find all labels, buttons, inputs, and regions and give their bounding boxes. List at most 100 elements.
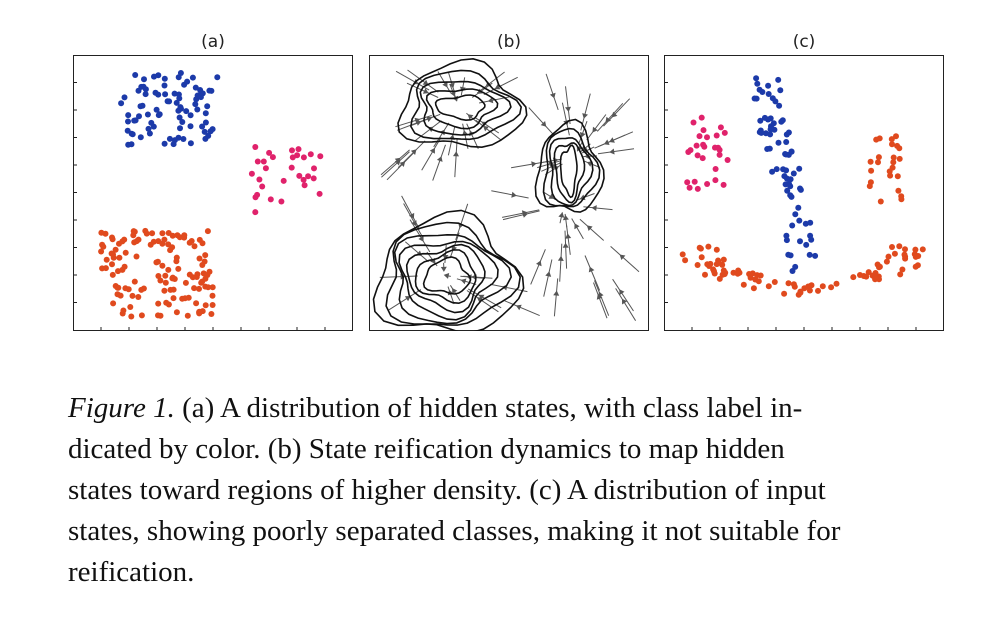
point-orange <box>133 253 140 260</box>
point-orange <box>170 286 177 293</box>
point-pink <box>715 144 722 151</box>
arrow-head <box>494 84 501 90</box>
arrow-head <box>545 271 552 277</box>
point-orange <box>694 262 701 268</box>
point-orange <box>891 250 898 257</box>
arrow-head <box>565 106 571 112</box>
flow-arrow <box>593 282 608 319</box>
point-orange <box>899 266 906 273</box>
point-orange <box>120 307 127 314</box>
flow-arrow <box>586 114 607 141</box>
flow-arrow <box>380 149 410 176</box>
point-blue <box>204 103 211 110</box>
point-blue <box>757 127 764 134</box>
point-blue <box>783 232 790 239</box>
flow-arrow <box>615 288 637 321</box>
point-pink <box>300 154 307 161</box>
point-pink <box>305 173 312 180</box>
caption-line-3: states toward regions of higher density.… <box>68 474 826 506</box>
caption-figure-label: Figure 1. <box>68 392 175 424</box>
arrow-head <box>440 266 447 272</box>
flow-arrow <box>432 144 446 181</box>
figure-caption: Figure 1. (a) A distribution of hidden s… <box>68 388 968 593</box>
contour-bottom-left <box>385 221 522 326</box>
point-pink <box>301 182 308 189</box>
point-orange <box>682 257 689 264</box>
point-orange <box>109 236 116 243</box>
flow-arrow <box>502 209 540 218</box>
arrow-head <box>522 211 528 218</box>
point-blue <box>176 95 183 102</box>
point-pink <box>280 177 287 184</box>
arrow-head <box>449 82 455 89</box>
point-orange <box>186 239 193 246</box>
point-orange <box>815 287 821 294</box>
arrow-head <box>605 116 611 123</box>
arrow-head <box>487 97 494 104</box>
point-orange <box>720 256 727 263</box>
point-orange <box>872 270 879 276</box>
panel-a-ticks <box>73 82 326 331</box>
arrow-head <box>531 161 537 168</box>
point-orange <box>875 159 881 166</box>
point-blue <box>142 86 149 93</box>
point-orange <box>175 265 182 272</box>
point-orange <box>896 145 903 152</box>
point-blue <box>187 112 194 119</box>
point-orange <box>893 133 899 140</box>
point-blue <box>180 136 187 142</box>
flow-arrow <box>454 139 458 178</box>
point-pink <box>716 151 723 158</box>
point-blue <box>139 102 146 109</box>
point-blue <box>145 125 152 132</box>
flow-arrow <box>543 158 562 163</box>
point-blue <box>754 80 761 87</box>
point-pink <box>256 176 263 183</box>
point-pink <box>700 141 707 148</box>
point-orange <box>889 244 895 250</box>
contour-right <box>553 142 586 204</box>
point-blue <box>780 166 787 173</box>
flow-arrow <box>594 280 610 316</box>
point-orange <box>890 154 897 161</box>
flow-arrow <box>561 102 570 136</box>
arrow-head <box>565 233 572 239</box>
point-orange <box>828 284 835 291</box>
point-orange <box>161 236 168 243</box>
point-orange <box>886 168 893 175</box>
point-orange <box>781 290 788 297</box>
point-orange <box>205 284 212 291</box>
point-orange <box>99 265 106 272</box>
arrow-head <box>436 156 443 162</box>
panel-a-points <box>98 70 324 320</box>
contour-right <box>559 144 578 199</box>
flow-arrow <box>578 121 588 143</box>
point-orange <box>182 279 189 286</box>
point-blue <box>161 75 168 82</box>
flow-arrow <box>596 102 624 132</box>
arrow-head <box>574 223 580 230</box>
point-orange <box>868 167 875 174</box>
arrow-head <box>422 79 429 86</box>
point-blue <box>806 251 813 258</box>
arrow-head <box>478 294 485 300</box>
arrow-head <box>622 298 628 305</box>
flow-arrow <box>421 137 442 171</box>
flow-arrow <box>597 148 635 155</box>
point-pink <box>289 147 295 154</box>
point-orange <box>162 279 169 286</box>
point-blue <box>772 98 779 105</box>
point-pink <box>262 165 269 172</box>
point-orange <box>889 141 895 148</box>
point-blue <box>201 128 208 135</box>
flow-arrow <box>566 224 571 255</box>
flow-arrow <box>447 286 455 305</box>
point-pink <box>311 165 317 172</box>
point-pink <box>694 185 701 192</box>
point-blue <box>144 111 151 118</box>
point-blue <box>193 96 200 103</box>
point-blue <box>136 113 142 120</box>
point-blue <box>176 114 183 121</box>
flow-arrow <box>491 190 529 199</box>
arrow-head <box>591 205 597 211</box>
